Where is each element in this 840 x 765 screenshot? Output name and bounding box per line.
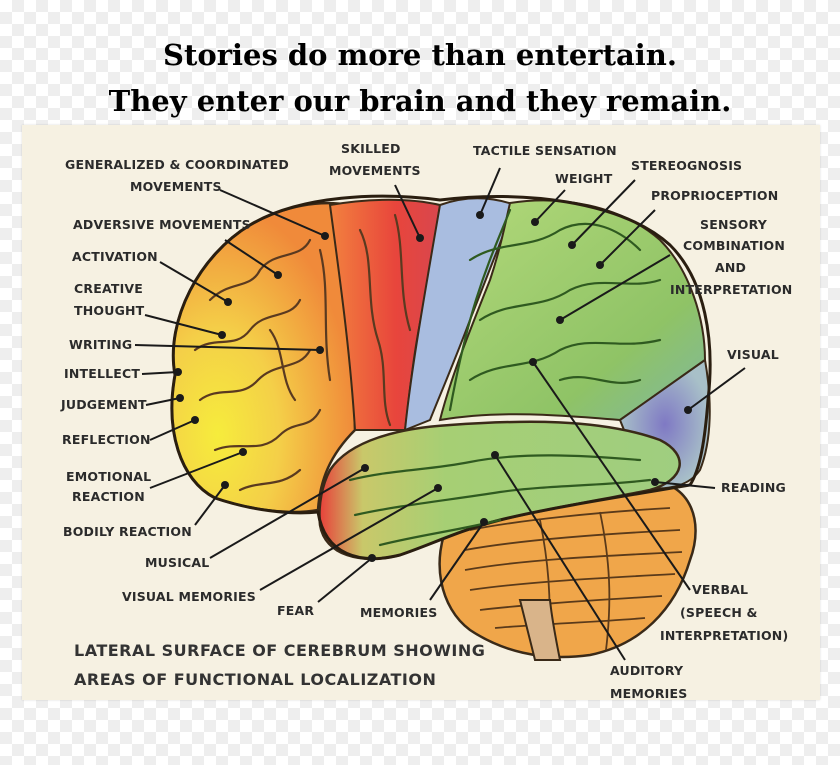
label-writing: WRITING	[69, 337, 132, 352]
pointer-lines	[134, 167, 746, 661]
label-skilled-line2: MOVEMENTS	[329, 163, 421, 178]
motor-gyri	[358, 213, 412, 427]
label-proprioception: PROPRIOCEPTION	[651, 188, 778, 203]
label-creative-line1: CREATIVE	[74, 281, 143, 296]
label-sensory-line2: COMBINATION	[683, 238, 785, 253]
label-judgement: JUDGEMENT	[60, 397, 147, 412]
label-musical: MUSICAL	[145, 555, 209, 570]
label-emotional-line2: REACTION	[72, 489, 145, 504]
labels: GENERALIZED & COORDINATED MOVEMENTS SKIL…	[60, 141, 792, 701]
label-sensory-line1: SENSORY	[700, 217, 768, 232]
label-sensory-line3: AND	[715, 260, 746, 275]
sensory-cortex	[403, 197, 517, 432]
label-stereognosis: STEREOGNOSIS	[631, 158, 742, 173]
label-reflection: REFLECTION	[62, 432, 151, 447]
label-activation: ACTIVATION	[72, 249, 158, 264]
label-emotional-line1: EMOTIONAL	[66, 469, 151, 484]
label-auditory-line2: MEMORIES	[610, 686, 687, 701]
label-generalized-line2: MOVEMENTS	[130, 179, 222, 194]
brain-outline	[170, 194, 712, 561]
label-weight: WEIGHT	[555, 171, 613, 186]
label-creative-line2: THOUGHT	[74, 303, 145, 318]
caption-line-2: AREAS OF FUNCTIONAL LOCALIZATION	[74, 670, 436, 689]
label-reading: READING	[721, 480, 786, 495]
label-intellect: INTELLECT	[64, 366, 140, 381]
label-verbal-line1: VERBAL	[692, 582, 748, 597]
label-skilled-line1: SKILLED	[341, 141, 401, 156]
label-bodily: BODILY REACTION	[63, 524, 192, 539]
label-memories: MEMORIES	[360, 605, 437, 620]
frontal-gyri	[193, 238, 332, 492]
caption-line-1: LATERAL SURFACE OF CEREBRUM SHOWING	[74, 641, 485, 660]
label-verbal-line3: INTERPRETATION)	[660, 628, 788, 643]
label-auditory-line1: AUDITORY	[610, 663, 684, 678]
label-generalized-line1: GENERALIZED & COORDINATED	[65, 157, 289, 172]
label-verbal-line2: (SPEECH &	[680, 605, 758, 620]
parietal-gyri	[448, 208, 662, 412]
label-tactile: TACTILE SENSATION	[473, 143, 617, 158]
label-adversive: ADVERSIVE MOVEMENTS	[73, 217, 251, 232]
brainstem	[518, 599, 562, 661]
label-visual-memories: VISUAL MEMORIES	[122, 589, 256, 604]
label-visual: VISUAL	[727, 347, 779, 362]
quote-line-2: They enter our brain and they remain.	[108, 84, 732, 118]
quote-line-1: Stories do more than entertain.	[163, 38, 677, 72]
label-sensory-line4: INTERPRETATION	[670, 282, 792, 297]
label-fear: FEAR	[277, 603, 314, 618]
